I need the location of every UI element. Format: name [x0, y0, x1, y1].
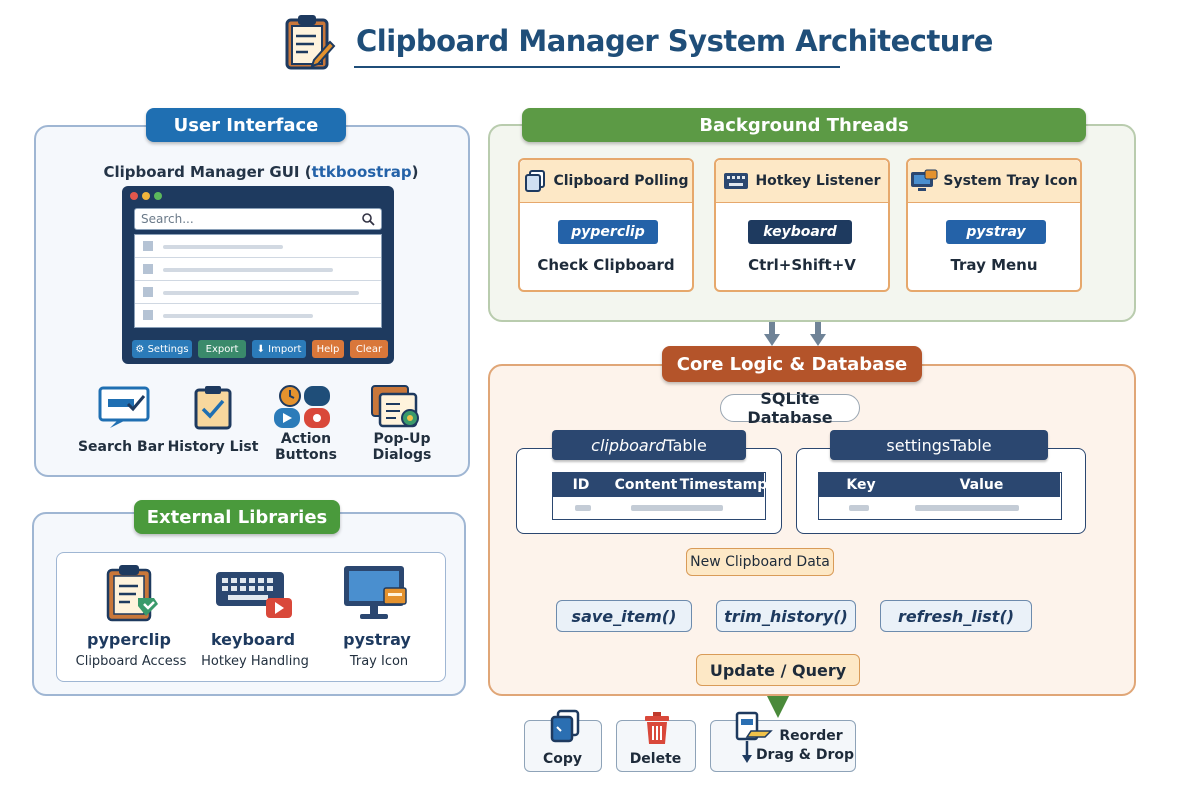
page-title: Clipboard Manager System Architecture	[356, 24, 993, 58]
clear-button[interactable]: Clear	[350, 340, 388, 358]
gui-caption-prefix: Clipboard Manager GUI (	[103, 163, 312, 181]
gui-caption: Clipboard Manager GUI (ttkboostrap)	[96, 160, 426, 184]
drag-drop-label: Drag & Drop	[755, 747, 855, 763]
col-header-key: Key	[819, 473, 903, 497]
settings-button[interactable]: ⚙ Settings	[132, 340, 192, 358]
thread-sub-check-clipboard: Check Clipboard	[537, 256, 675, 274]
action-buttons-icon	[274, 385, 330, 428]
window-minimize-dot[interactable]	[142, 192, 150, 200]
trim-history-function: trim_history()	[716, 600, 856, 632]
gui-caption-lib: ttkboostrap	[311, 163, 412, 181]
title-underline	[354, 66, 840, 68]
clipboard-table-title: clipboard Table	[552, 430, 746, 460]
settings-label: Settings	[147, 343, 189, 355]
drag-drop-icon	[735, 711, 773, 763]
copy-action[interactable]: Copy	[524, 709, 602, 772]
import-label: Import	[268, 343, 302, 355]
clipboard-table-grid: ID Content Timestamp	[552, 472, 767, 520]
lib-desc-keyboard: Hotkey Handling	[201, 653, 309, 669]
help-label: Help	[316, 343, 340, 355]
gui-caption-suffix: )	[411, 163, 419, 181]
settings-table-name: settings	[886, 435, 951, 455]
new-clipboard-data-box: New Clipboard Data	[686, 548, 834, 576]
background-threads-header: Background Threads	[522, 108, 1086, 142]
settings-table-grid: Key Value	[818, 472, 1062, 520]
reorder-action[interactable]: Reorder Drag & Drop	[710, 711, 856, 772]
thread-sub-hotkey: Ctrl+Shift+V	[748, 256, 856, 274]
copy-label: Copy	[542, 751, 583, 767]
refresh-list-function: refresh_list()	[880, 600, 1032, 632]
keyboard-icon	[724, 173, 749, 189]
export-label: Export	[205, 343, 239, 355]
history-list-label: History List	[167, 439, 259, 455]
table-cell	[631, 505, 723, 511]
reorder-label: Reorder	[779, 728, 843, 744]
lib-name-pyperclip: pyperclip	[87, 629, 171, 649]
settings-table-title: settings Table	[830, 430, 1048, 460]
table-cell	[575, 505, 591, 511]
thread-title: Clipboard Polling	[553, 173, 689, 189]
list-item[interactable]	[135, 258, 381, 281]
help-button[interactable]: Help	[312, 340, 344, 358]
search-input[interactable]: Search...	[134, 208, 382, 230]
thread-title: Hotkey Listener	[755, 173, 881, 189]
hotkey-listener-thread: Hotkey Listener	[714, 158, 890, 292]
settings-table-suffix: Table	[950, 435, 992, 455]
lib-chip-pyperclip: pyperclip	[558, 220, 658, 244]
trash-icon	[645, 712, 669, 744]
update-query-box: Update / Query	[696, 654, 860, 686]
lib-desc-pyperclip: Clipboard Access	[75, 653, 187, 669]
clipboard-table-suffix: Table	[665, 435, 707, 455]
list-item[interactable]	[135, 235, 381, 258]
popup-dialogs-icon	[371, 385, 419, 428]
copy-icon	[550, 709, 580, 743]
thread-sub-tray-menu: Tray Menu	[950, 256, 1038, 274]
thread-header: Clipboard Polling	[520, 160, 692, 203]
delete-action[interactable]: Delete	[616, 712, 696, 772]
action-buttons-label: Action Buttons	[275, 431, 337, 463]
search-icon[interactable]	[361, 212, 375, 226]
window-close-dot[interactable]	[130, 192, 138, 200]
save-item-function: save_item()	[556, 600, 692, 632]
keyboard-icon	[216, 572, 292, 618]
col-header-id: ID	[553, 473, 609, 497]
user-interface-header: User Interface	[146, 108, 346, 142]
monitor-icon	[344, 566, 407, 619]
lib-desc-pystray: Tray Icon	[349, 653, 409, 669]
delete-label: Delete	[629, 751, 682, 767]
col-header-content: Content	[609, 473, 683, 497]
clipboard-icon	[285, 15, 336, 70]
thread-title: System Tray Icon	[943, 173, 1078, 189]
lib-name-keyboard: keyboard	[210, 629, 296, 649]
clipboard-table-name: clipboard	[591, 435, 666, 455]
search-placeholder: Search...	[141, 212, 194, 226]
table-cell	[849, 505, 869, 511]
clipboard-icon	[106, 565, 158, 622]
sqlite-database-label: SQLite Database	[720, 389, 860, 427]
lib-chip-pystray: pystray	[946, 220, 1046, 244]
external-libraries-header: External Libraries	[134, 500, 340, 534]
table-cell	[915, 505, 1019, 511]
list-item[interactable]	[135, 281, 381, 304]
import-button[interactable]: ⬇ Import	[252, 340, 306, 358]
tray-icon	[911, 169, 938, 191]
col-header-timestamp: Timestamp	[680, 473, 767, 497]
clear-label: Clear	[355, 343, 383, 355]
title-block: Clipboard Manager System Architecture	[280, 12, 993, 72]
copy-pages-icon	[525, 170, 546, 192]
export-button[interactable]: Export	[198, 340, 246, 358]
search-bar-icon	[98, 386, 150, 428]
search-bar-label: Search Bar	[77, 439, 165, 455]
thread-header: Hotkey Listener	[716, 160, 888, 203]
list-item[interactable]	[135, 304, 381, 327]
popup-dialogs-label: Pop-Up Dialogs	[372, 431, 432, 463]
col-header-value: Value	[903, 473, 1060, 497]
history-list-icon	[194, 386, 232, 430]
thread-header: System Tray Icon	[908, 160, 1080, 203]
lib-chip-keyboard: keyboard	[748, 220, 852, 244]
core-logic-header: Core Logic & Database	[662, 346, 922, 382]
window-maximize-dot[interactable]	[154, 192, 162, 200]
history-list[interactable]	[134, 234, 382, 328]
lib-name-pystray: pystray	[343, 629, 411, 649]
